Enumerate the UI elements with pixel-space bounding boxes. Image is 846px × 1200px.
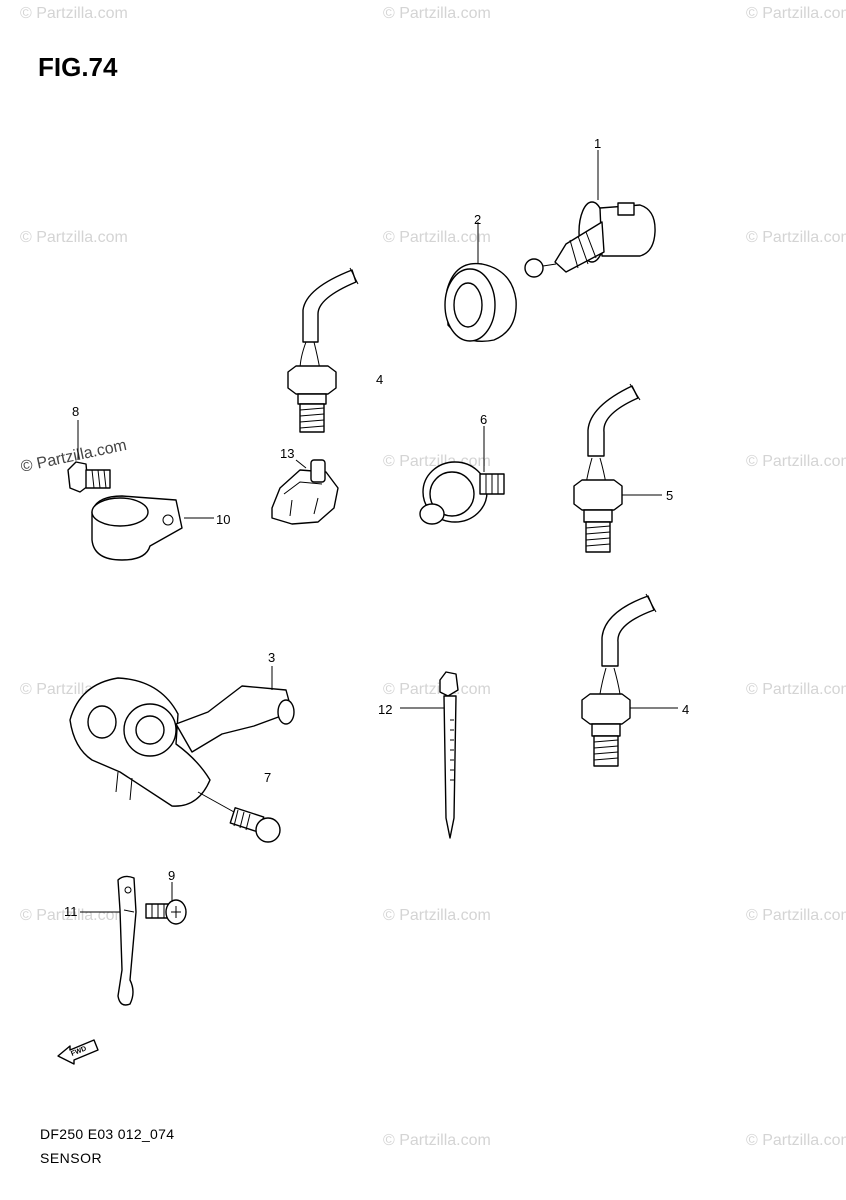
callout-5: 5 (666, 488, 673, 503)
part-4-sensor-lower (581, 593, 678, 767)
part-10-clamp (91, 495, 214, 561)
part-4-sensor-upper (287, 267, 359, 433)
part-3-bracket (69, 666, 295, 807)
diagram-code: DF250 E03 012_074 (40, 1126, 175, 1142)
watermark: © Partzilla.com (383, 681, 491, 698)
callout-13: 13 (280, 446, 294, 461)
callout-11: 11 (64, 904, 78, 919)
watermark: © Partzilla.com (746, 681, 846, 698)
watermark: © Partzilla.com (746, 5, 846, 22)
watermark: © Partzilla.com (746, 907, 846, 924)
callout-4-upper: 4 (376, 372, 383, 387)
part-7-bolt (197, 791, 281, 843)
fwd-arrow: FWD (57, 1039, 99, 1065)
callout-8: 8 (72, 404, 79, 419)
watermark: © Partzilla.com (20, 907, 128, 924)
watermark: © Partzilla.com (746, 1132, 846, 1149)
part-8-bolt (67, 420, 111, 493)
callout-7: 7 (264, 770, 271, 785)
watermark: © Partzilla.com (746, 229, 846, 246)
part-13-clip (271, 459, 339, 525)
callout-9: 9 (168, 868, 175, 883)
part-11-strap (80, 875, 137, 1006)
callout-3: 3 (268, 650, 275, 665)
figure-title: FIG.74 (38, 52, 118, 82)
callout-layer: 1 2 4 8 13 6 5 10 3 12 4 7 9 11 (64, 136, 689, 919)
watermark-layer: © Partzilla.com © Partzilla.com © Partzi… (20, 5, 846, 1149)
part-5-sensor (573, 383, 662, 553)
watermark: © Partzilla.com (746, 453, 846, 470)
callout-4-lower: 4 (682, 702, 689, 717)
callout-1: 1 (594, 136, 601, 151)
part-9-screw (145, 882, 187, 925)
part-6-switch (419, 426, 505, 525)
diagram-name: SENSOR (40, 1150, 103, 1166)
part-12-cable-tie (400, 671, 459, 839)
callout-6: 6 (480, 412, 487, 427)
watermark: © Partzilla.com (383, 229, 491, 246)
watermark: © Partzilla.com (383, 907, 491, 924)
callout-10: 10 (216, 512, 230, 527)
callout-2: 2 (474, 212, 481, 227)
watermark: © Partzilla.com (20, 5, 128, 22)
watermark: © Partzilla.com (383, 1132, 491, 1149)
watermark: © Partzilla.com (20, 229, 128, 246)
part-2-grommet (444, 222, 517, 343)
watermark: © Partzilla.com (383, 5, 491, 22)
callout-12: 12 (378, 702, 392, 717)
part-1-sensor (524, 150, 656, 278)
